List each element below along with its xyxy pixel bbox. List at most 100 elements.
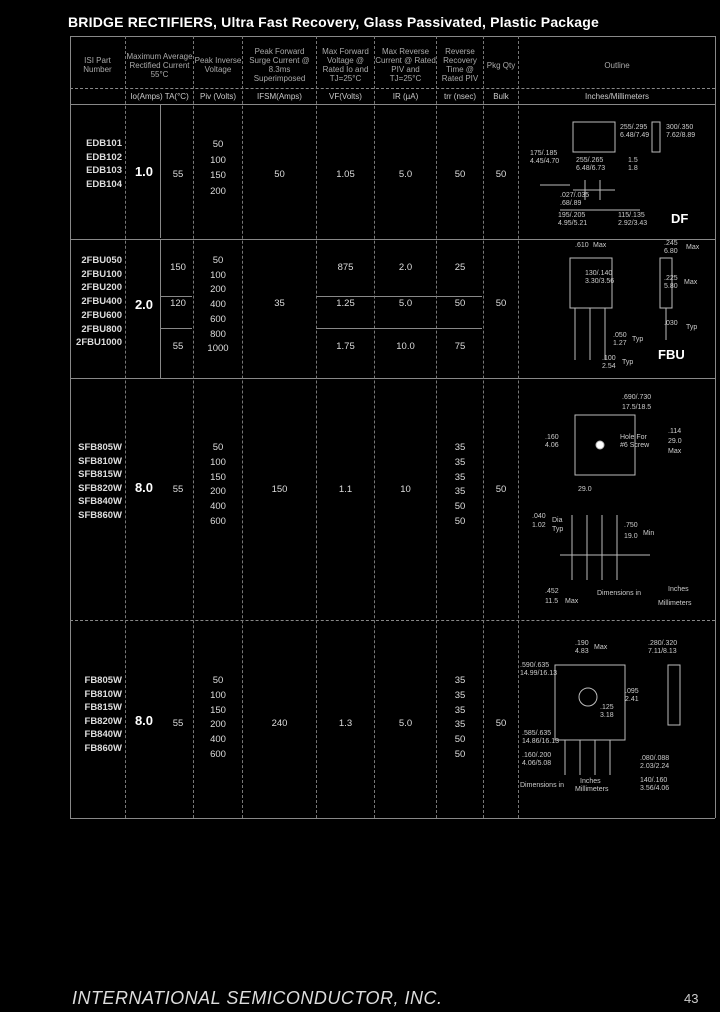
ta-value: 55 [172,484,184,495]
piv-value: 50 [212,255,224,266]
dim-label: .245 [664,240,678,247]
dim-label: .114 [668,428,682,435]
trr-value: 50 [454,501,466,513]
trr-value: 50 [454,748,466,760]
piv-value: 50 [212,442,224,453]
trr-value: 75 [454,341,466,352]
fbu-package-drawing [569,257,673,360]
dim-label: 11.5 [545,598,559,605]
dim-label: .080/.088 [640,755,670,762]
dim-label: 1.02 [532,522,546,529]
company-footer: INTERNATIONAL SEMICONDUCTOR, INC. [72,988,443,1008]
ir-value: 2.0 [398,262,413,273]
part-number: EDB101 [86,138,122,149]
dim-label: 6.48/7.49 [620,132,650,139]
dim-label: #6 Screw [620,442,650,449]
units-pkg: Bulk [493,91,509,101]
dim-label: 1.8 [628,165,638,172]
units-vf: VF(Volts) [329,91,362,101]
trr-value: 35 [454,442,466,453]
ta-value: 55 [172,169,184,180]
dim-label: Max [565,598,579,605]
trr-list: 35 35 35 35 50 50 [437,441,483,530]
trr-value: 35 [454,719,466,731]
outline-label-fbu: FBU [658,347,685,362]
piv-value: 600 [210,515,226,527]
dim-label: .040 [532,513,546,520]
piv-value: 200 [210,486,226,498]
trr-value: 50 [454,734,466,746]
dim-label: 6.80 [664,248,678,255]
dim-label: 1.27 [613,340,627,347]
header-io: Maximum Average Rectified Current 55°C [126,51,193,79]
dim-label: 4.06 [545,442,559,449]
dim-label: Typ [686,324,698,331]
vf-value: 1.25 [336,298,355,309]
dim-label: 19.0 [624,533,638,540]
dim-label: .190 [575,640,589,647]
units-prv: Piv (Volts) [199,91,236,101]
ifsm-value: 50 [274,169,285,180]
df-package-drawing [540,121,661,211]
dim-label: Dia [552,517,563,524]
part-number: FB815W [84,702,122,713]
dim-label: 7.11/8.13 [648,648,677,655]
dim-label: Max [684,279,698,286]
dim-label: Max [668,448,682,455]
ifsm-value: 150 [271,484,288,495]
io-value: 8.0 [134,480,154,495]
ifsm-value: 240 [271,718,288,729]
sfb-package-drawing [560,414,650,580]
header-prv: Peak Inverse Voltage [194,56,242,74]
part-number: SFB860W [78,509,122,521]
piv-list: 50 100 200 400 600 800 1000 [194,254,242,357]
piv-value: 200 [210,284,226,296]
dim-label: Typ [622,359,634,366]
dim-label: .590/.635 [520,662,550,669]
fb-package-drawing [554,664,681,775]
piv-value: 150 [210,471,226,483]
ir-value: 5.0 [398,169,413,180]
piv-value: 800 [210,328,226,340]
dim-label: 5.80 [664,283,678,290]
part-number: 2FBU100 [81,268,122,280]
piv-value: 150 [210,170,226,181]
piv-value: 100 [210,689,226,701]
dim-label: 130/.140 [585,270,613,277]
part-number: SFB820W [78,482,122,494]
dim-label: 175/.185 [530,150,558,157]
dim-label: 3.56/4.06 [640,785,670,792]
dim-label: 17.5/18.5 [622,404,652,411]
trr-list: 35 35 35 35 50 50 [437,674,483,763]
units-io: Io(Amps) TA(°C) [130,91,189,101]
dim-label: Millimeters [658,600,692,607]
part-list-fb: FB805W FB810W FB815W FB820W FB840W FB860… [70,674,122,755]
dim-label: .030 [664,320,678,327]
trr-value: 35 [454,471,466,483]
ifsm-value: 35 [274,298,285,309]
dim-label: Typ [552,526,564,533]
header-part: ISI Part Number [83,56,112,74]
pkg-value: 50 [495,718,507,729]
vf-value: 1.3 [338,718,353,729]
dim-label: 29.0 [668,438,682,445]
dim-label: .225 [664,275,678,282]
dim-label: Inches [668,586,689,593]
dim-label: Min [643,530,655,537]
dim-label: 195/.205 [558,212,586,219]
trr-value: 50 [454,298,466,309]
units-trr: trr (nsec) [444,91,476,101]
piv-value: 150 [210,704,226,716]
piv-value: 50 [212,675,224,686]
part-number: EDB102 [86,151,122,163]
vf-value: 1.1 [338,484,353,495]
dim-label: 7.62/8.89 [666,132,696,139]
part-number: 2FBU050 [81,255,122,266]
dim-label: 2.03/2.24 [640,763,670,770]
io-value: 8.0 [134,713,154,728]
trr-value: 50 [454,515,466,527]
part-number: EDB104 [86,179,122,191]
dim-label: Max [593,242,607,249]
part-list-edb: EDB101 EDB102 EDB103 EDB104 [70,137,122,192]
